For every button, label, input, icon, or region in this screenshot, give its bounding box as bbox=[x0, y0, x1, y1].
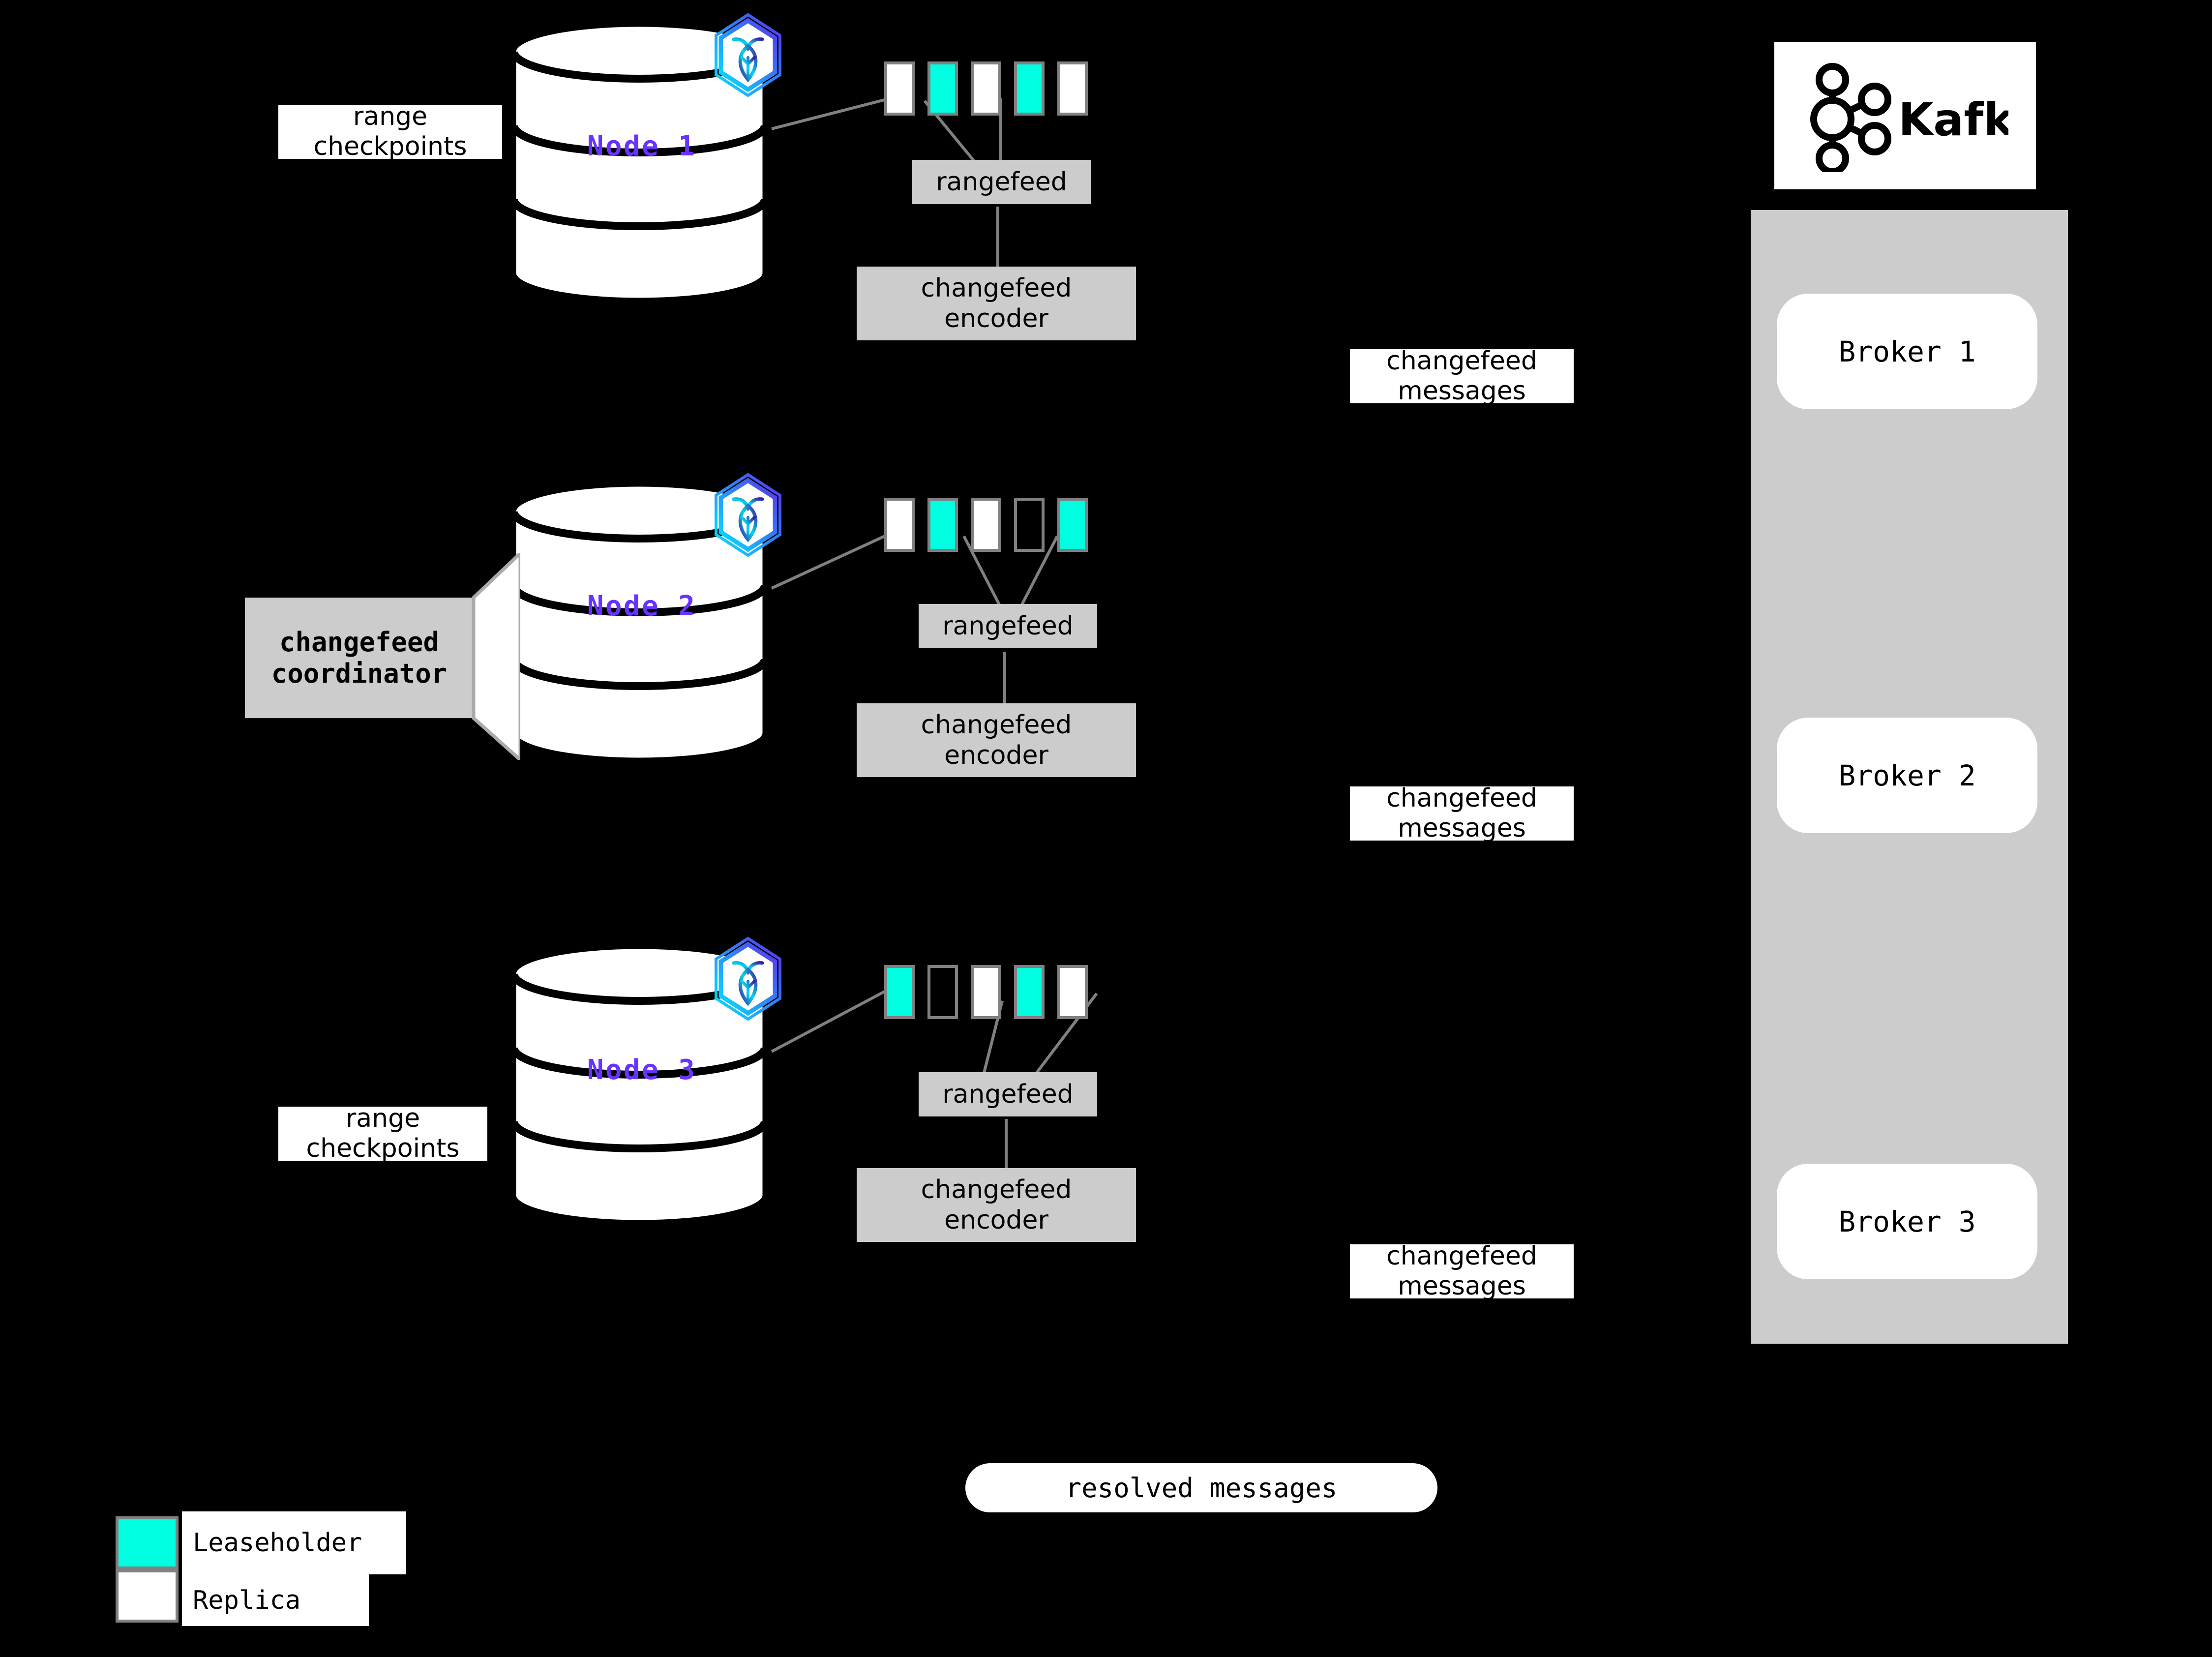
range-box[interactable] bbox=[971, 965, 1001, 1019]
legend-swatch-leaseholder bbox=[116, 1516, 179, 1569]
range-box[interactable] bbox=[971, 498, 1001, 552]
node-1-side-label: range checkpoints bbox=[278, 102, 502, 161]
changefeed-coordinator-banner[interactable] bbox=[245, 553, 520, 760]
node-3-range-row bbox=[884, 965, 1088, 1019]
legend-label-leaseholder: Leaseholder bbox=[182, 1511, 406, 1574]
kafka-wordmark: Kafka bbox=[1898, 93, 2008, 146]
node-2-rangefeed-box[interactable]: rangefeed bbox=[919, 604, 1097, 648]
node-3-cylinder bbox=[511, 947, 767, 1225]
range-box[interactable] bbox=[884, 965, 915, 1019]
cockroachdb-logo-icon bbox=[715, 13, 781, 97]
resolved-messages-pill[interactable]: resolved messages bbox=[965, 1463, 1437, 1512]
node-3-rangefeed-box[interactable]: rangefeed bbox=[919, 1072, 1097, 1116]
range-box[interactable] bbox=[1057, 61, 1088, 116]
node-2-messages-label: changefeed messages bbox=[1350, 783, 1574, 843]
range-box[interactable] bbox=[971, 61, 1001, 116]
range-box[interactable] bbox=[884, 61, 915, 116]
changefeed-coordinator-label: changefeed coordinator bbox=[271, 626, 448, 689]
kafka-logo-icon: Kafka bbox=[1810, 63, 2008, 172]
cockroachdb-logo-icon bbox=[715, 936, 781, 1021]
broker-card[interactable]: Broker 1 bbox=[1777, 294, 2037, 409]
range-box[interactable] bbox=[1014, 965, 1045, 1019]
node-2-range-row bbox=[884, 498, 1088, 552]
range-box[interactable] bbox=[927, 498, 958, 552]
range-box[interactable] bbox=[927, 965, 958, 1019]
legend-swatch-replica bbox=[116, 1569, 179, 1623]
cockroachdb-logo-icon bbox=[715, 473, 781, 557]
node-3-side-label: range checkpoints bbox=[278, 1104, 487, 1163]
node-2-encoder-box[interactable]: changefeed encoder bbox=[857, 703, 1136, 777]
node-3-encoder-box[interactable]: changefeed encoder bbox=[857, 1168, 1136, 1242]
node-2-label: Node 2 bbox=[587, 590, 697, 622]
broker-card[interactable]: Broker 3 bbox=[1777, 1164, 2037, 1279]
node-1-messages-label: changefeed messages bbox=[1350, 346, 1574, 406]
range-box[interactable] bbox=[1057, 498, 1088, 552]
broker-card[interactable]: Broker 2 bbox=[1777, 718, 2037, 833]
range-box[interactable] bbox=[1014, 498, 1045, 552]
node-1-label: Node 1 bbox=[587, 130, 697, 162]
node-2-cylinder bbox=[511, 484, 767, 762]
node-1-encoder-box[interactable]: changefeed encoder bbox=[857, 267, 1136, 340]
range-box[interactable] bbox=[1014, 61, 1045, 116]
node-3-label: Node 3 bbox=[587, 1054, 697, 1086]
range-box[interactable] bbox=[927, 61, 958, 116]
range-box[interactable] bbox=[1057, 965, 1088, 1019]
kafka-logo-container: Kafka bbox=[1774, 42, 2036, 189]
range-box[interactable] bbox=[884, 498, 915, 552]
node-1-range-row bbox=[884, 61, 1088, 116]
node-3-messages-label: changefeed messages bbox=[1350, 1241, 1574, 1301]
node-1-rangefeed-box[interactable]: rangefeed bbox=[912, 160, 1091, 204]
legend-label-replica: Replica bbox=[182, 1574, 369, 1626]
